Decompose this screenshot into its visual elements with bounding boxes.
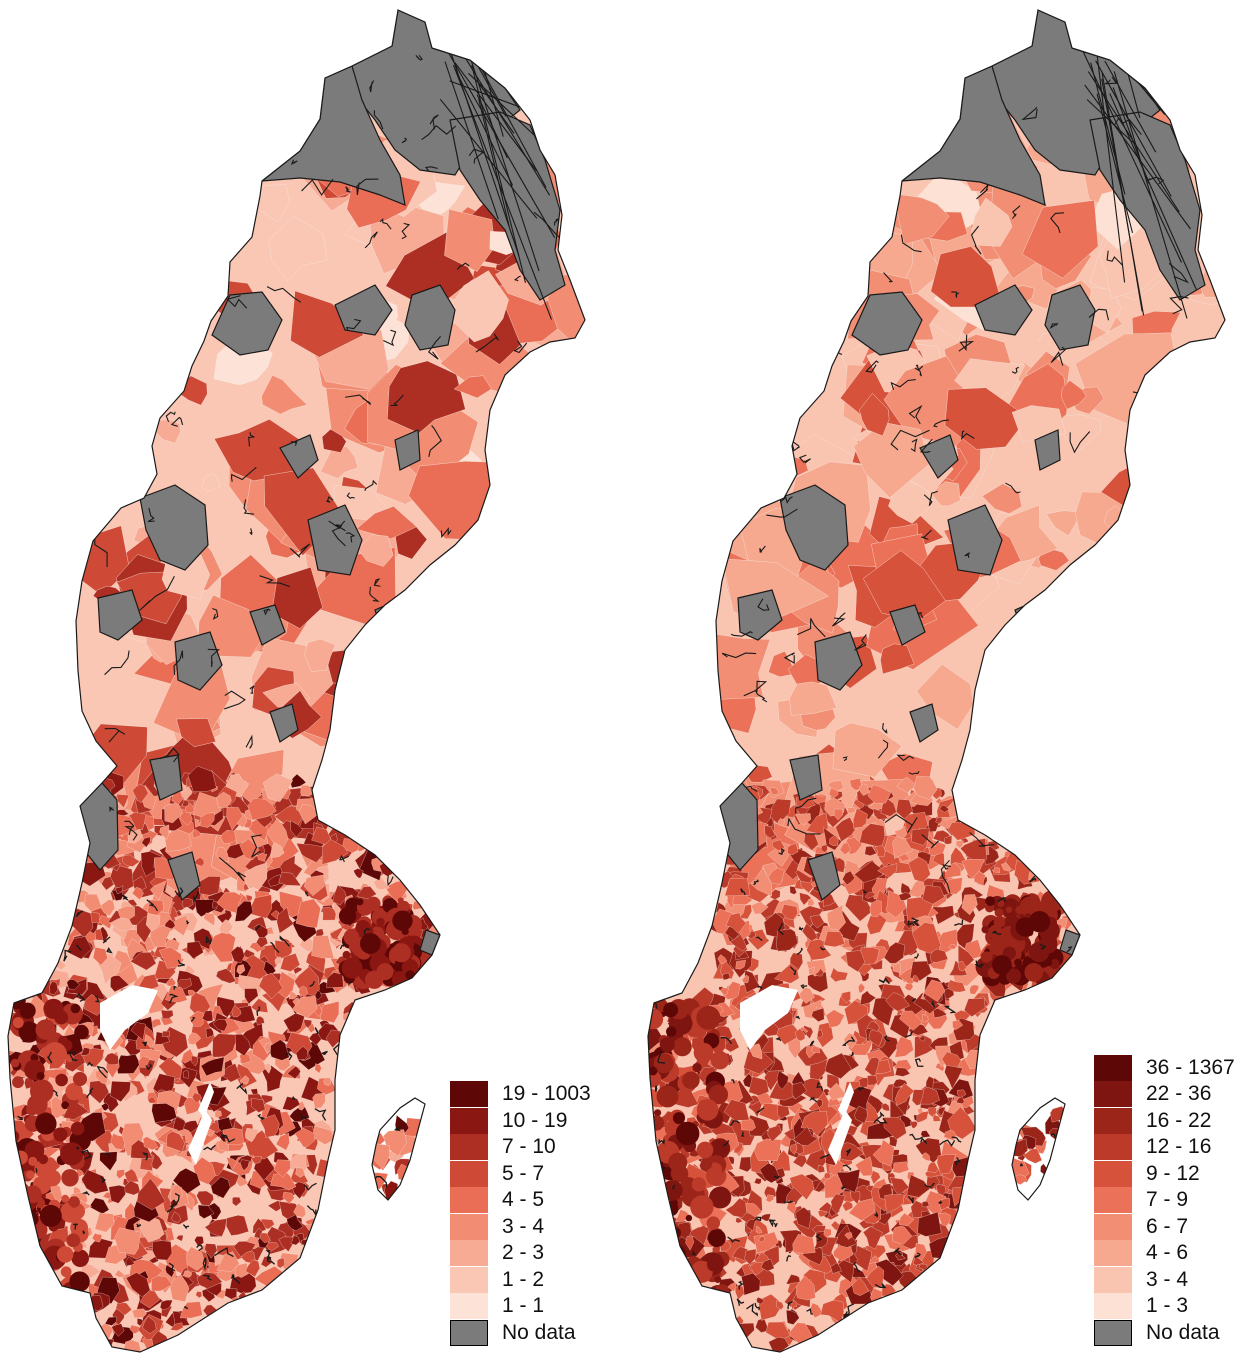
legend-item: 36 - 1367 xyxy=(1094,1054,1235,1081)
legend-swatch xyxy=(450,1187,488,1213)
legend-swatch xyxy=(1094,1107,1132,1134)
legend-item: 5 - 7 xyxy=(450,1160,545,1187)
legend-item: 3 - 4 xyxy=(1094,1266,1189,1293)
legend-label: 36 - 1367 xyxy=(1146,1055,1235,1079)
legend-item: 22 - 36 xyxy=(1094,1081,1211,1107)
legend-item-no-data: No data xyxy=(1094,1319,1220,1346)
legend-label: 1 - 3 xyxy=(1146,1294,1189,1317)
legend-swatch xyxy=(450,1160,488,1187)
legend-swatch xyxy=(1094,1134,1132,1160)
legend-item: 1 - 1 xyxy=(450,1293,544,1319)
legend-label: 10 - 19 xyxy=(502,1108,568,1132)
legend-item: 12 - 16 xyxy=(1094,1134,1211,1160)
legend-label: 9 - 12 xyxy=(1146,1161,1200,1185)
legend-label: 6 - 7 xyxy=(1146,1214,1189,1238)
choropleth-map-left xyxy=(7,9,586,1353)
legend-swatch xyxy=(1094,1266,1132,1293)
legend-item: 7 - 9 xyxy=(1094,1187,1188,1213)
legend-swatch xyxy=(450,1081,488,1107)
legend-label: 3 - 4 xyxy=(502,1214,545,1238)
legend-label: 12 - 16 xyxy=(1146,1135,1212,1158)
legend-label: 7 - 9 xyxy=(1146,1188,1189,1211)
legend-item: 2 - 3 xyxy=(450,1240,544,1266)
legend-swatch xyxy=(450,1266,488,1293)
legend-item: 1 - 2 xyxy=(450,1266,545,1293)
legend-label: 1 - 1 xyxy=(502,1294,545,1317)
legend-item-no-data: No data xyxy=(450,1319,576,1346)
country-outline xyxy=(7,9,586,1353)
legend-label: 16 - 22 xyxy=(1146,1108,1212,1132)
legend-swatch xyxy=(1094,1240,1132,1266)
legend-item: 6 - 7 xyxy=(1094,1213,1189,1240)
legend-label: 19 - 1003 xyxy=(502,1082,591,1105)
legend-swatch xyxy=(1094,1293,1132,1319)
legend-item: 4 - 6 xyxy=(1094,1240,1188,1266)
legend-item: 7 - 10 xyxy=(450,1134,556,1160)
map-panel-left: 19 - 1003 10 - 19 7 - 10 5 - 7 4 - 5 3 - 4 2 -… xyxy=(7,9,591,1353)
legend-label-no-data: No data xyxy=(502,1320,576,1344)
map-panel-right: 36 - 1367 22 - 36 16 - 22 12 - 16 9 - 12 7 - … xyxy=(640,0,1260,1364)
legend-swatch xyxy=(450,1213,488,1240)
legend-swatch xyxy=(450,1107,488,1134)
legend-swatch xyxy=(1094,1187,1132,1213)
legend-label-no-data: No data xyxy=(1146,1320,1220,1344)
legend-item: 10 - 19 xyxy=(450,1107,568,1134)
legend-label: 2 - 3 xyxy=(502,1241,545,1264)
legend-swatch xyxy=(1094,1160,1132,1187)
legend-label: 4 - 5 xyxy=(502,1188,545,1211)
legend-item: 19 - 1003 xyxy=(450,1081,591,1107)
legend-swatch xyxy=(1094,1213,1132,1240)
legend-item: 1 - 3 xyxy=(1094,1293,1188,1319)
legend-label: 3 - 4 xyxy=(1146,1267,1189,1291)
legend-swatch xyxy=(1094,1081,1132,1107)
legend-label: 1 - 2 xyxy=(502,1267,545,1291)
legend-swatch xyxy=(450,1293,488,1319)
legend-label: 4 - 6 xyxy=(1146,1241,1189,1264)
legend-swatch xyxy=(450,1240,488,1266)
legend-swatch xyxy=(450,1134,488,1160)
legend-item: 3 - 4 xyxy=(450,1213,545,1240)
legend-swatch-no-data xyxy=(450,1319,488,1346)
legend-swatch xyxy=(1094,1054,1132,1081)
legend-item: 9 - 12 xyxy=(1094,1160,1200,1187)
legend-label: 22 - 36 xyxy=(1146,1082,1212,1105)
legend-swatch-no-data xyxy=(1094,1319,1132,1346)
legend-item: 16 - 22 xyxy=(1094,1107,1212,1134)
legend-item: 4 - 5 xyxy=(450,1187,544,1213)
legend-label: 5 - 7 xyxy=(502,1161,545,1185)
choropleth-map-right xyxy=(647,9,1226,1353)
country-outline xyxy=(647,9,1226,1353)
legend-label: 7 - 10 xyxy=(502,1135,556,1158)
